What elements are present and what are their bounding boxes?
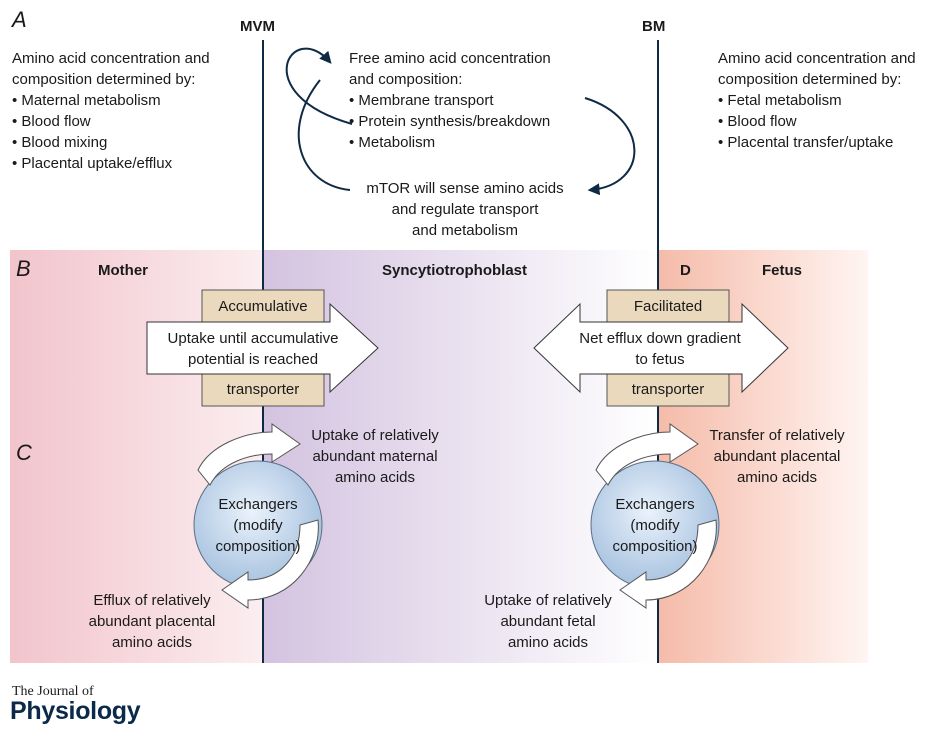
journal-logo-line2: Physiology <box>10 697 141 725</box>
maternal-uptake-label: Uptake of relatively abundant maternal a… <box>311 427 439 486</box>
list-item: Placental transfer/uptake <box>718 132 916 153</box>
fetal-heading: Amino acid concentration and composition… <box>718 48 916 153</box>
list-item: Membrane transport <box>349 90 551 111</box>
facilitated-box <box>606 289 730 324</box>
list-item: Blood mixing <box>12 132 210 153</box>
panel-c-label: C <box>16 440 32 465</box>
exchanger-label-right: Exchangers (modify composition) <box>612 496 698 555</box>
panel-a-label: A <box>12 7 27 32</box>
fetus-label: Fetus <box>762 262 803 279</box>
list-item: Protein synthesis/breakdown <box>349 111 551 132</box>
cycle-arrow-left <box>285 47 353 125</box>
maternal-heading: Amino acid concentration and composition… <box>12 48 210 174</box>
uptake-arrow-label: Uptake until accumulative potential is r… <box>167 330 339 368</box>
list-item: Fetal metabolism <box>718 90 916 111</box>
accumulative-label: Accumulative <box>218 298 308 315</box>
exchange-arrow-left-top <box>197 423 301 486</box>
list-item: Placental uptake/efflux <box>12 153 210 174</box>
exchanger-label-left: Exchangers (modify composition) <box>215 496 301 555</box>
exchange-arrow-right-top <box>595 423 699 486</box>
uptake-arrow <box>146 302 379 394</box>
transporter-label-left: transporter <box>226 381 300 398</box>
mother-label: Mother <box>98 262 148 279</box>
cycle-arrow-right <box>584 97 636 196</box>
transporter-label-right: transporter <box>631 381 705 398</box>
exchange-arrow-left-bottom <box>221 519 319 609</box>
maternal-list: Maternal metabolism Blood flow Blood mix… <box>12 90 210 174</box>
facilitated-label: Facilitated <box>633 298 703 315</box>
bm-label: BM <box>642 18 666 35</box>
list-item: Maternal metabolism <box>12 90 210 111</box>
panel-b-label: B <box>16 256 31 281</box>
placental-transfer-label: Transfer of relatively abundant placenta… <box>709 427 845 486</box>
efflux-arrow <box>533 302 789 394</box>
exchange-arrow-right-bottom <box>619 519 717 609</box>
list-item: Blood flow <box>718 111 916 132</box>
syncytio-heading: Free amino acid concentration and compos… <box>349 48 551 153</box>
syncytiotrophoblast-label: Syncytiotrophoblast <box>382 262 528 279</box>
placental-efflux-label: Efflux of relatively abundant placental … <box>88 592 216 651</box>
syncytio-list: Membrane transport Protein synthesis/bre… <box>349 90 551 153</box>
list-item: Blood flow <box>12 111 210 132</box>
syncytio-region <box>263 250 658 663</box>
list-item: Metabolism <box>349 132 551 153</box>
fetal-uptake-label: Uptake of relatively abundant fetal amin… <box>484 592 612 651</box>
fetal-list: Fetal metabolism Blood flow Placental tr… <box>718 90 916 153</box>
mvm-label: MVM <box>240 18 275 35</box>
efflux-arrow-label: Net efflux down gradient to fetus <box>579 330 741 368</box>
journal-logo-line1: The Journal of <box>12 684 94 699</box>
transporter-box-left <box>201 372 325 407</box>
d-label: D <box>680 262 691 279</box>
mtor-note: mTOR will sense amino acids and regulate… <box>366 180 564 239</box>
accumulative-box <box>201 289 325 324</box>
